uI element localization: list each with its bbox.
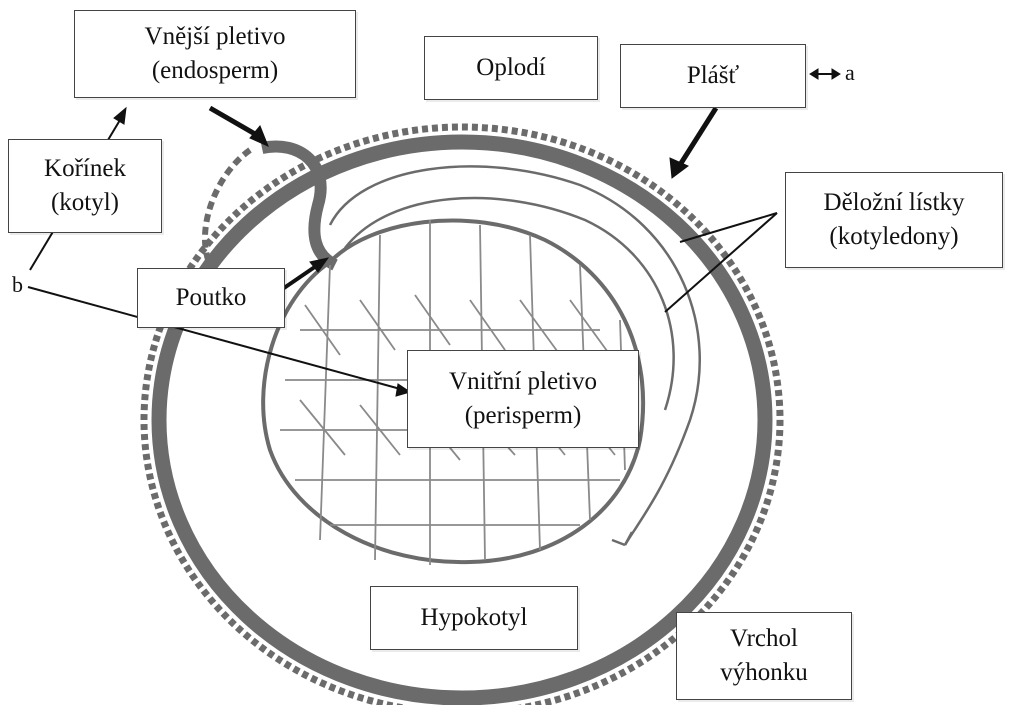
shoot-tip bbox=[612, 532, 632, 545]
cotyledons-label-line2: (kotyledony) bbox=[829, 220, 958, 254]
radicle-label-line1: Kořínek bbox=[44, 152, 126, 186]
thickness-arrow-right bbox=[832, 69, 840, 79]
seed-coat-label-text: Plášť bbox=[687, 59, 739, 93]
shoot-apex-label: Vrchol výhonku bbox=[676, 612, 852, 700]
radicle-label: Kořínek (kotyl) bbox=[8, 139, 162, 233]
radicle-arrowhead bbox=[114, 108, 126, 124]
radicle-label-line2: (kotyl) bbox=[51, 186, 119, 220]
shoot-apex-label-line2: výhonku bbox=[720, 656, 808, 690]
outer-tissue-label-line2: (endosperm) bbox=[152, 54, 278, 88]
marker-b: b bbox=[12, 272, 23, 298]
outer-tissue-label-line1: Vnější pletivo bbox=[145, 20, 286, 54]
outer-tissue-label: Vnější pletivo (endosperm) bbox=[74, 10, 356, 98]
seed-coat-label: Plášť bbox=[620, 44, 806, 108]
shoot-apex-label-line1: Vrchol bbox=[730, 622, 798, 656]
endosperm-arrowhead bbox=[250, 126, 268, 146]
funicle-label: Poutko bbox=[137, 268, 285, 328]
inner-tissue-label-line2: (perisperm) bbox=[465, 399, 582, 433]
hypocotyl-label: Hypokotyl bbox=[370, 586, 578, 650]
seed-coat-pointer bbox=[678, 108, 716, 168]
pericarp-label: Oplodí bbox=[424, 36, 598, 100]
inner-tissue-label: Vnitřní pletivo (perisperm) bbox=[407, 350, 639, 448]
funicle-label-text: Poutko bbox=[176, 281, 247, 315]
cotyledons-label: Děložní lístky (kotyledony) bbox=[785, 172, 1003, 268]
marker-a: a bbox=[845, 60, 855, 86]
thickness-arrow-left bbox=[810, 69, 818, 79]
cotyledons-label-line1: Děložní lístky bbox=[824, 186, 965, 220]
hypocotyl-label-text: Hypokotyl bbox=[421, 601, 528, 635]
pericarp-label-text: Oplodí bbox=[476, 51, 545, 85]
inner-tissue-label-line1: Vnitřní pletivo bbox=[449, 365, 597, 399]
